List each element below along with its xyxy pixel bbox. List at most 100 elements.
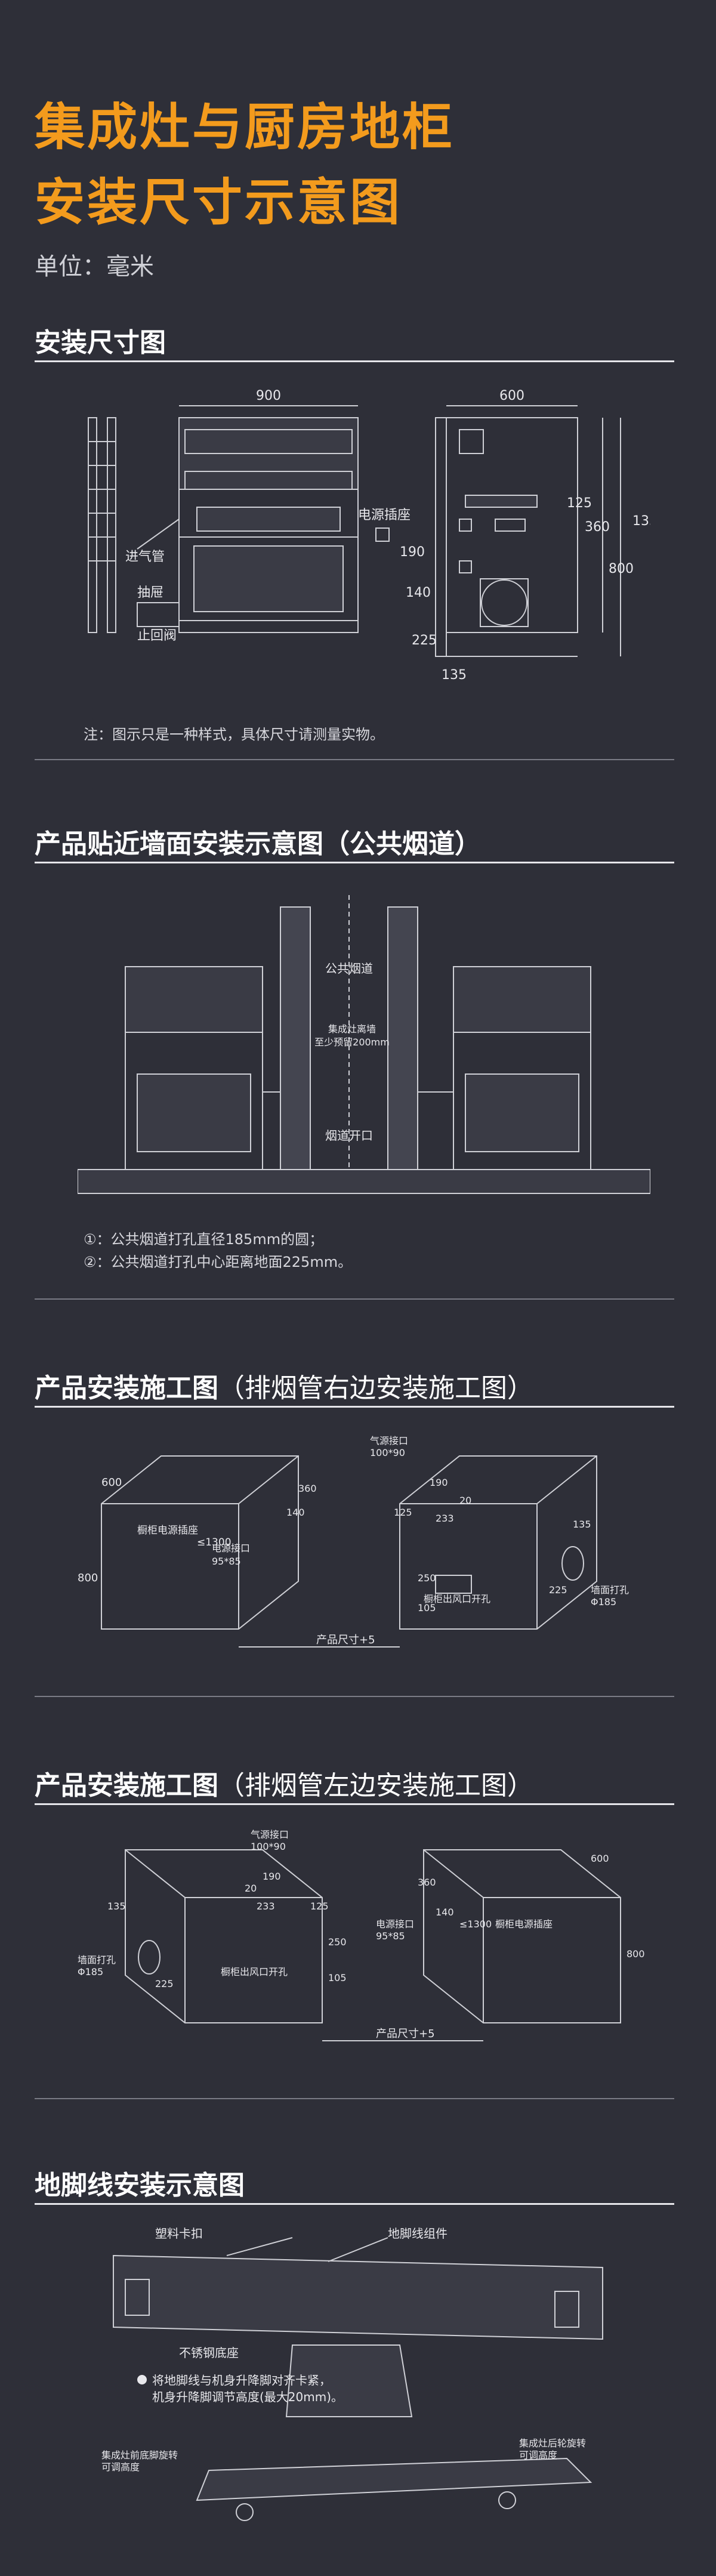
s4-d800: 800	[626, 1948, 645, 1960]
right-exhaust-figure: 800 600 橱柜电源插座 ≤1300 电源接口 95*85 140 360 …	[78, 1435, 629, 1648]
s4-product: 产品尺寸+5	[376, 2028, 435, 2040]
s3-d135: 135	[573, 1519, 591, 1530]
s3-d233: 233	[436, 1513, 454, 1524]
section2-divider	[35, 1298, 674, 1300]
label-clip: 塑料卡扣	[155, 2226, 203, 2241]
label-drawer: 抽屉	[137, 585, 163, 600]
label-socket: 电源插座	[358, 508, 411, 523]
s4-d190: 190	[263, 1871, 281, 1882]
s4-d233: 233	[257, 1901, 275, 1912]
hero-title: 集成灶与厨房地柜 安装尺寸示意图	[35, 90, 455, 240]
s4-d360: 360	[418, 1877, 436, 1888]
s4-d105: 105	[328, 1972, 347, 1983]
section2-note-1: ①：公共烟道打孔直径185mm的圆；	[84, 1231, 324, 1248]
s3-gas: 气源接口	[370, 1435, 408, 1446]
dim-135: 135	[442, 668, 467, 683]
plinth-figure: 塑料卡扣 地脚线组件 不锈钢底座 将地脚线与机身升降脚对齐卡紧， 机身升降脚调节…	[101, 2226, 603, 2521]
plinth-note-1: 将地脚线与机身升降脚对齐卡紧，	[152, 2373, 331, 2387]
s4-socket: 橱柜电源插座	[495, 1918, 553, 1930]
s3-d125: 125	[394, 1507, 412, 1518]
label-rear: 集成灶后轮旋转	[519, 2438, 586, 2449]
section3-title-main: 产品安装施工图	[35, 1373, 218, 1403]
s3-d105: 105	[418, 1602, 436, 1614]
section4-rule	[35, 1803, 674, 1805]
dim-600: 600	[499, 388, 524, 403]
s3-wallhole-size: Φ185	[591, 1596, 616, 1608]
section5-title: 地脚线安装示意图	[35, 2170, 245, 2201]
label-rear2: 可调高度	[519, 2449, 557, 2461]
label-stopvalve: 止回阀	[137, 628, 177, 643]
label-assembly: 地脚线组件	[388, 2226, 448, 2241]
s4-d600: 600	[591, 1853, 609, 1864]
dim-125: 125	[567, 496, 592, 511]
s4-d125: 125	[310, 1901, 329, 1912]
s3-d800: 800	[78, 1572, 98, 1584]
s4-d1300: ≤1300	[459, 1918, 492, 1930]
s4-d250: 250	[328, 1936, 347, 1948]
s4-d20: 20	[245, 1883, 257, 1894]
s3-d225: 225	[549, 1584, 567, 1596]
unit-label: 单位：毫米	[35, 253, 154, 280]
s3-d1300: ≤1300	[197, 1537, 232, 1548]
s4-gas: 气源接口	[251, 1829, 289, 1840]
s3-d20: 20	[459, 1495, 471, 1506]
section2-note-2: ②：公共烟道打孔中心距离地面225mm。	[84, 1254, 353, 1270]
s3-gas-size: 100*90	[370, 1447, 405, 1458]
label-opening: 烟道开口	[325, 1128, 373, 1143]
label-gap-a: 集成灶离墙	[328, 1023, 376, 1035]
label-front: 集成灶前底脚旋转	[101, 2449, 178, 2461]
s4-power: 电源接口	[376, 1918, 414, 1930]
section2-rule	[35, 862, 674, 863]
section2-title: 产品贴近墙面安装示意图（公共烟道）	[35, 829, 481, 859]
left-exhaust-figure: 气源接口 100*90 190 125 20 233 135 墙面打孔 Φ185…	[78, 1829, 645, 2041]
hero-line1: 集成灶与厨房地柜	[35, 98, 455, 156]
s3-d140: 140	[286, 1507, 305, 1518]
s4-gas-size: 100*90	[251, 1841, 286, 1852]
install-dimension-figure: 900 600 1355 800 360 125 190 140 225 135…	[88, 388, 650, 683]
label-inlet: 进气管	[125, 550, 165, 564]
dim-1355: 1355	[632, 514, 650, 529]
s4-exhaust: 橱柜出风口开孔	[221, 1966, 288, 1977]
label-flue: 公共烟道	[325, 961, 373, 976]
label-gap-b: 至少预留200mm	[314, 1036, 390, 1048]
s3-product: 产品尺寸+5	[316, 1634, 375, 1646]
section3-title-sub: （排烟管右边安装施工图）	[218, 1373, 533, 1403]
s3-d190: 190	[430, 1477, 448, 1488]
plinth-notes: 将地脚线与机身升降脚对齐卡紧， 机身升降脚调节高度(最大20mm)。	[137, 2373, 343, 2404]
dim-900: 900	[256, 388, 281, 403]
section1-note: 注：图示只是一种样式，具体尺寸请测量实物。	[84, 726, 384, 743]
section4-title-main: 产品安装施工图	[35, 1770, 218, 1801]
s4-d140: 140	[436, 1906, 454, 1918]
section4-title: 产品安装施工图（排烟管左边安装施工图）	[35, 1764, 533, 1802]
s4-d135: 135	[107, 1901, 126, 1912]
s4-power-size: 95*85	[376, 1930, 405, 1942]
plinth-note-2: 机身升降脚调节高度(最大20mm)。	[152, 2390, 343, 2404]
s3-power: 电源接口	[212, 1542, 250, 1554]
s3-socket: 橱柜电源插座	[137, 1525, 198, 1537]
dim-360: 360	[585, 520, 610, 535]
dim-190: 190	[400, 545, 425, 560]
s4-d225: 225	[155, 1978, 174, 1989]
s3-power-size: 95*85	[212, 1556, 241, 1567]
label-front2: 可调高度	[101, 2461, 140, 2473]
section3-rule	[35, 1406, 674, 1408]
s4-wallhole-size: Φ185	[78, 1966, 103, 1977]
dim-140: 140	[406, 585, 431, 600]
s3-d250: 250	[418, 1572, 436, 1584]
section3-title: 产品安装施工图（排烟管右边安装施工图）	[35, 1366, 533, 1405]
s3-d600: 600	[101, 1476, 122, 1489]
label-base: 不锈钢底座	[179, 2346, 239, 2360]
section4-title-sub: （排烟管左边安装施工图）	[218, 1770, 533, 1801]
s3-exhaust: 橱柜出风口开孔	[424, 1593, 490, 1605]
section4-divider	[35, 2098, 674, 2099]
section1-title: 安装尺寸图	[35, 328, 166, 358]
section5-rule	[35, 2203, 674, 2205]
s4-wallhole: 墙面打孔	[78, 1954, 116, 1966]
section1-divider	[35, 759, 674, 760]
wall-flue-figure: 公共烟道 集成灶离墙 至少预留200mm 烟道开口	[78, 895, 650, 1194]
s3-d360: 360	[298, 1483, 317, 1494]
dim-225: 225	[412, 633, 437, 648]
s3-wallhole: 墙面打孔	[591, 1584, 629, 1596]
hero-line2: 安装尺寸示意图	[35, 173, 403, 232]
section1-rule	[35, 360, 674, 362]
